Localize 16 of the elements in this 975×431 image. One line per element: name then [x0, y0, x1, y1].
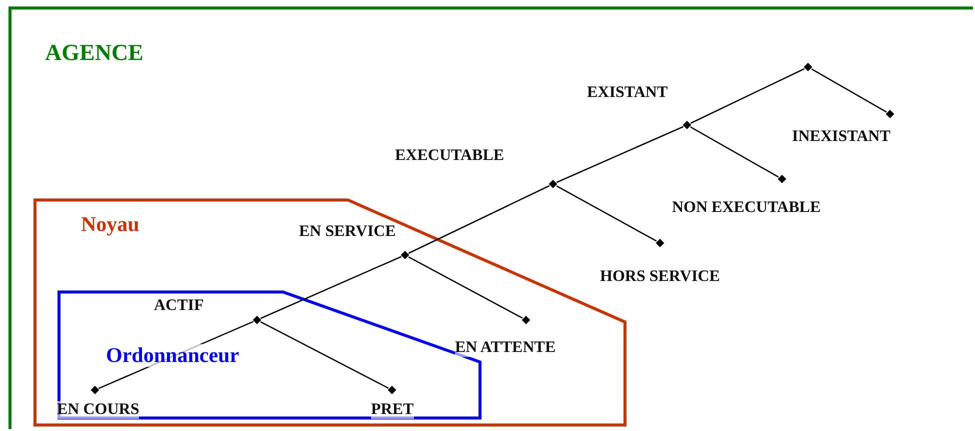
scheduler-region	[59, 292, 480, 418]
tree-line	[811, 68, 887, 113]
tree-line	[556, 126, 684, 183]
state-label: EN COURS	[57, 401, 140, 419]
tree-line	[408, 185, 550, 254]
tree-line	[690, 126, 779, 178]
tree-line	[260, 321, 389, 389]
tree-line	[556, 185, 657, 242]
tree-line	[98, 320, 254, 390]
region-title: Ordonnanceur	[106, 344, 240, 368]
tree-line	[260, 256, 402, 319]
state-label: PRET	[371, 401, 414, 419]
tree-line	[408, 256, 523, 319]
agency-region	[10, 8, 973, 429]
tree-line	[690, 68, 805, 124]
state-label: EN ATTENTE	[455, 339, 556, 357]
